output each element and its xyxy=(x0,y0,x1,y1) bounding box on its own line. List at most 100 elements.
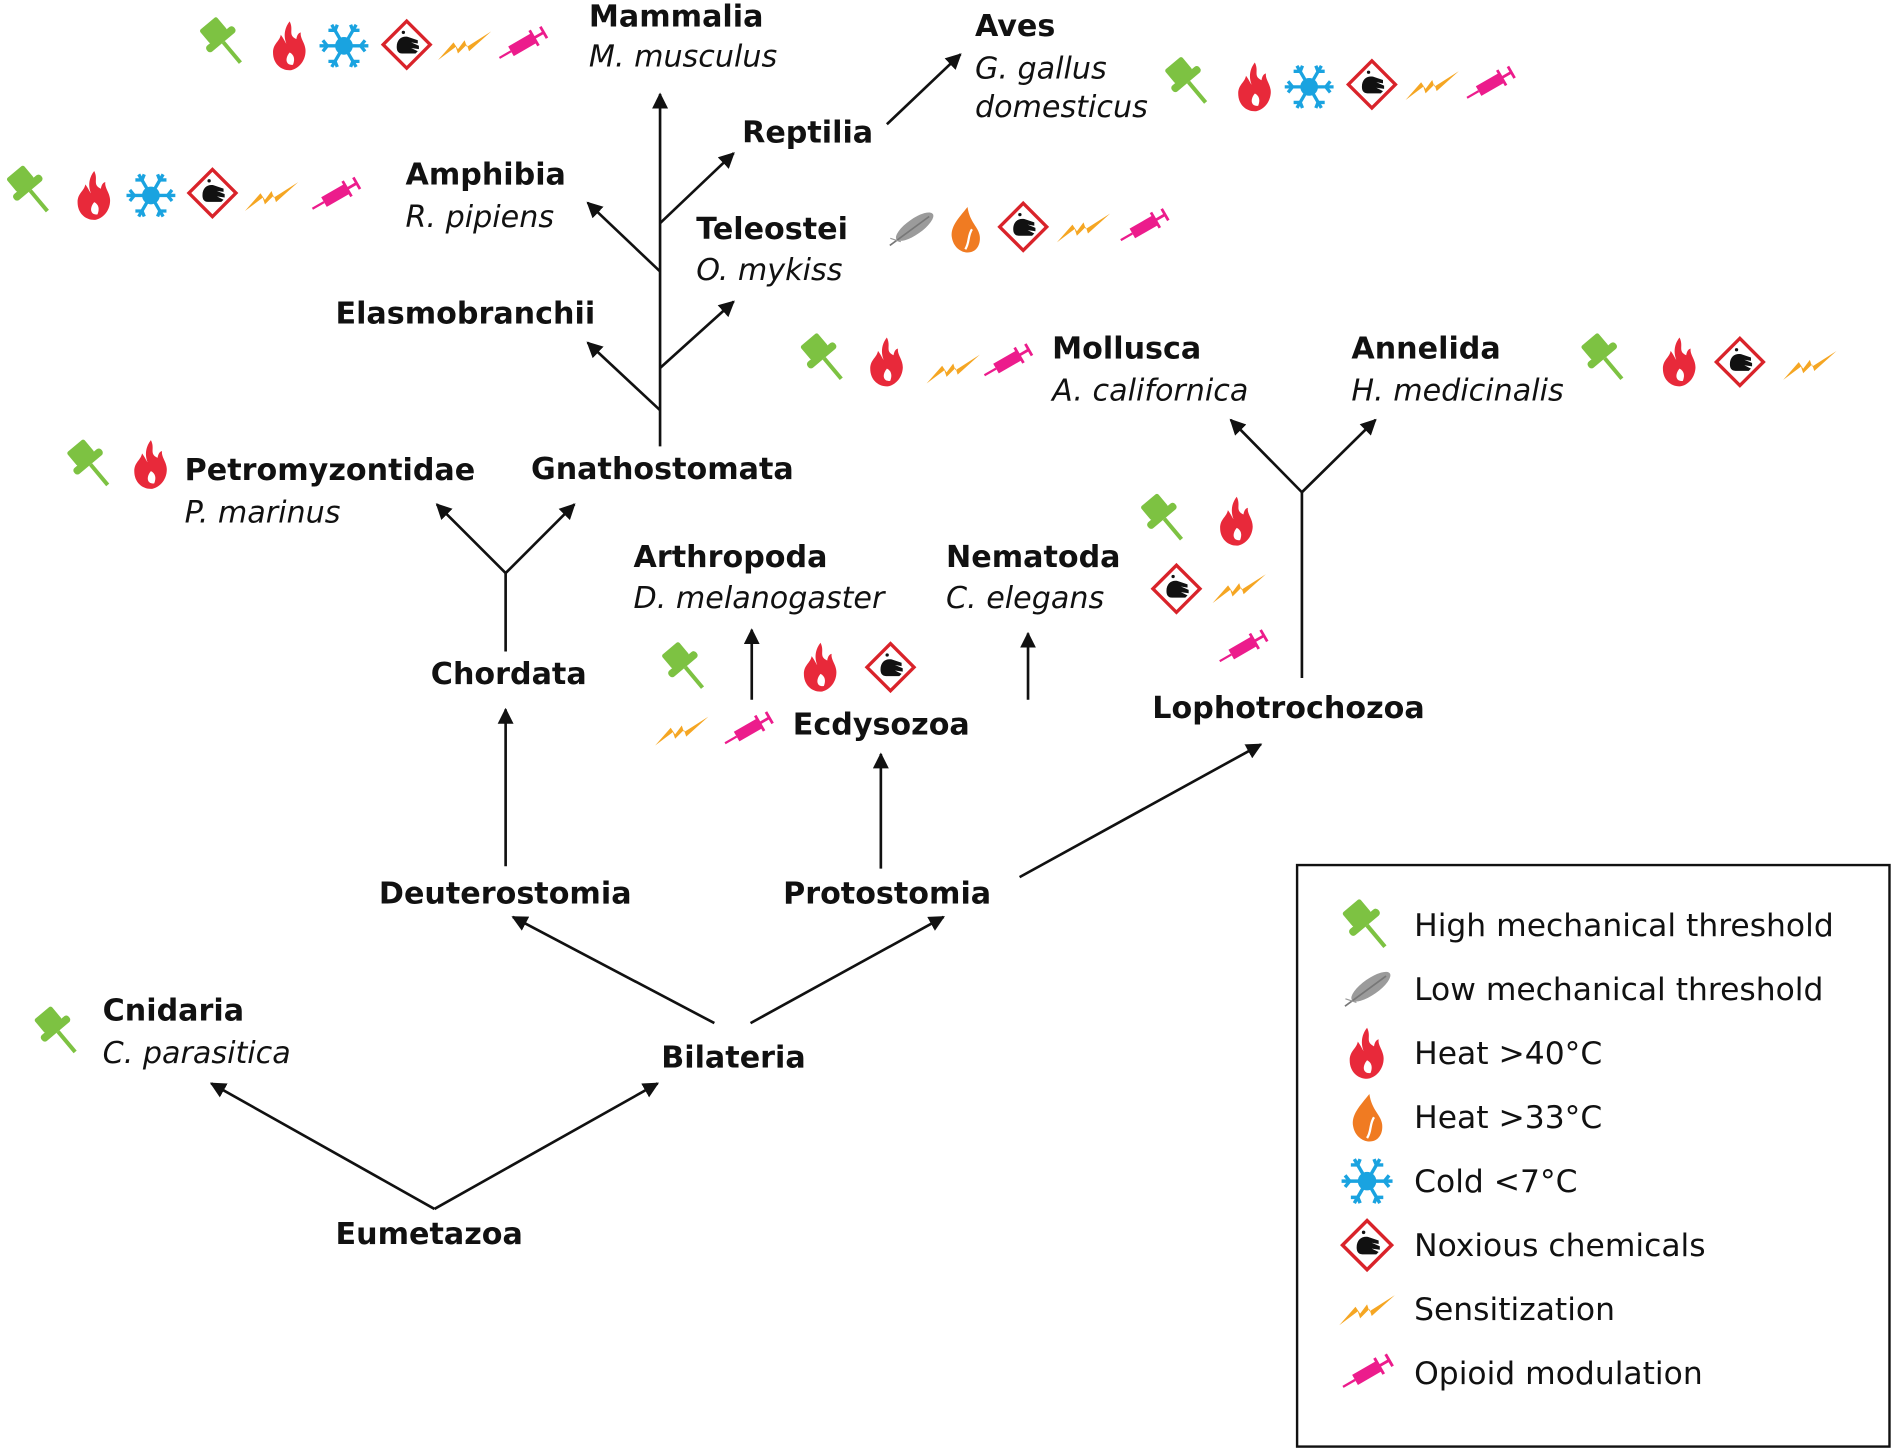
branch-chordata-gnathostomata xyxy=(504,503,576,575)
branch-bilateria-protostomia xyxy=(749,915,945,1025)
pushpin-icon xyxy=(1160,54,1217,110)
pushpin-icon xyxy=(796,330,852,387)
traits-amphibia xyxy=(2,162,363,220)
taxon-eumetazoa: Eumetazoa xyxy=(336,1217,523,1252)
taxon-mollusca: Mollusca xyxy=(1052,331,1201,366)
branch-eumetazoa-bilateria xyxy=(433,1082,660,1211)
taxon-ecdysozoa: Ecdysozoa xyxy=(793,708,970,743)
taxon-reptilia: Reptilia xyxy=(742,115,873,150)
legend-item: Sensitization xyxy=(1339,1292,1615,1328)
syringe-icon xyxy=(307,174,363,218)
species-aves-1: G. gallus xyxy=(975,51,1107,86)
taxon-elasmobranchii: Elasmobranchii xyxy=(336,296,596,331)
species-mollusca: A. californica xyxy=(1050,374,1248,409)
traits-aves xyxy=(1160,54,1518,112)
flame-red-icon xyxy=(1662,337,1696,387)
snowflake-icon xyxy=(317,23,371,69)
flame-red-icon xyxy=(77,171,111,220)
taxon-bilateria: Bilateria xyxy=(661,1041,805,1076)
legend-label: Heat >33°C xyxy=(1414,1100,1602,1136)
taxon-gnathostomata: Gnathostomata xyxy=(531,452,794,487)
legend-label: Sensitization xyxy=(1414,1292,1615,1328)
legend-item: Low mechanical threshold xyxy=(1338,965,1823,1013)
chemical-hazard-icon xyxy=(1151,563,1202,614)
traits-mammalia xyxy=(195,14,550,71)
taxon-amphibia: Amphibia xyxy=(405,158,565,193)
syringe-icon xyxy=(1215,626,1270,671)
snowflake-icon xyxy=(1283,64,1336,110)
branch-gnathostomata-reptilia xyxy=(659,152,735,225)
chemical-hazard-icon xyxy=(865,641,916,693)
taxon-deuterostomia: Deuterostomia xyxy=(379,877,632,912)
pushpin-icon xyxy=(195,14,252,70)
flame-red-icon xyxy=(803,642,837,692)
species-teleostei: O. mykiss xyxy=(696,253,842,288)
flame-red-icon xyxy=(134,440,167,489)
lightning-bolt-icon xyxy=(655,716,709,746)
taxon-teleostei: Teleostei xyxy=(696,212,848,247)
branch-eumetazoa-cnidaria xyxy=(209,1082,436,1211)
branch-bilateria-deuterostomia xyxy=(511,915,715,1025)
taxon-chordata: Chordata xyxy=(431,657,587,692)
branch-reptilia-aves xyxy=(885,53,962,126)
legend-label: Heat >40°C xyxy=(1414,1036,1602,1072)
lightning-bolt-icon xyxy=(1405,71,1459,100)
pushpin-icon xyxy=(62,436,119,493)
taxon-cnidaria: Cnidaria xyxy=(103,994,244,1029)
legend-label: Cold <7°C xyxy=(1414,1164,1577,1200)
lightning-bolt-icon xyxy=(926,354,980,384)
branch-gnathostomata-teleostei xyxy=(659,300,735,369)
lightning-bolt-icon xyxy=(1783,351,1837,380)
pushpin-icon xyxy=(1576,330,1633,387)
syringe-icon xyxy=(494,23,550,68)
branch-lophotrochozoa-annelida xyxy=(1300,418,1377,494)
species-amphibia: R. pipiens xyxy=(405,200,554,235)
feather-icon xyxy=(883,206,939,252)
traits-petromyzontidae xyxy=(62,436,167,493)
taxon-mammalia: Mammalia xyxy=(589,0,764,35)
traits-cnidaria xyxy=(30,1003,86,1060)
branch-gnathostomata-amphibia xyxy=(586,201,661,273)
flame-red-icon xyxy=(273,21,306,71)
taxon-arthropoda: Arthropoda xyxy=(634,540,828,575)
branch-protostomia-lophotrochozoa xyxy=(1018,743,1263,879)
syringe-icon xyxy=(1116,205,1171,250)
legend-item: Opioid modulation xyxy=(1338,1350,1703,1397)
flame-red-icon xyxy=(1220,496,1253,546)
species-cnidaria: C. parasitica xyxy=(103,1036,291,1071)
taxon-annelida: Annelida xyxy=(1351,331,1500,366)
species-arthropoda: D. melanogaster xyxy=(634,581,886,616)
chemical-hazard-icon xyxy=(998,201,1049,253)
flame-orange-icon xyxy=(950,205,982,254)
chemical-hazard-icon xyxy=(1714,336,1766,388)
species-mammalia: M. musculus xyxy=(589,39,778,74)
taxon-lophotrochozoa: Lophotrochozoa xyxy=(1152,691,1424,726)
legend-item: Heat >33°C xyxy=(1351,1092,1602,1143)
branch-lophotrochozoa-mollusca xyxy=(1229,418,1303,494)
syringe-icon xyxy=(979,340,1035,385)
lightning-bolt-icon xyxy=(437,31,492,61)
species-petromyzontidae: P. marinus xyxy=(185,495,341,530)
flame-red-icon xyxy=(870,337,903,387)
traits-annelida xyxy=(1576,330,1837,388)
tree-branches xyxy=(209,53,1377,1211)
species-nematoda: C. elegans xyxy=(946,581,1104,616)
branch-gnathostomata-elasmobranchii xyxy=(586,341,661,412)
pushpin-icon xyxy=(1136,491,1193,547)
legend-label: High mechanical threshold xyxy=(1414,908,1834,944)
flame-red-icon xyxy=(1238,62,1271,112)
lightning-bolt-icon xyxy=(1056,213,1111,243)
legend-label: Noxious chemicals xyxy=(1414,1228,1706,1264)
pushpin-icon xyxy=(657,639,714,695)
lightning-bolt-icon xyxy=(244,182,299,211)
taxon-protostomia: Protostomia xyxy=(783,877,991,912)
taxon-labels: Mammalia M. musculus Aves G. gallus dome… xyxy=(103,0,1564,1252)
legend-item: Noxious chemicals xyxy=(1340,1218,1706,1272)
lightning-bolt-icon xyxy=(1212,574,1266,604)
taxon-petromyzontidae: Petromyzontidae xyxy=(185,453,476,488)
taxon-aves: Aves xyxy=(975,9,1055,44)
syringe-icon xyxy=(720,708,776,753)
legend-label: Low mechanical threshold xyxy=(1414,972,1823,1008)
legend-box xyxy=(1295,863,1891,1448)
